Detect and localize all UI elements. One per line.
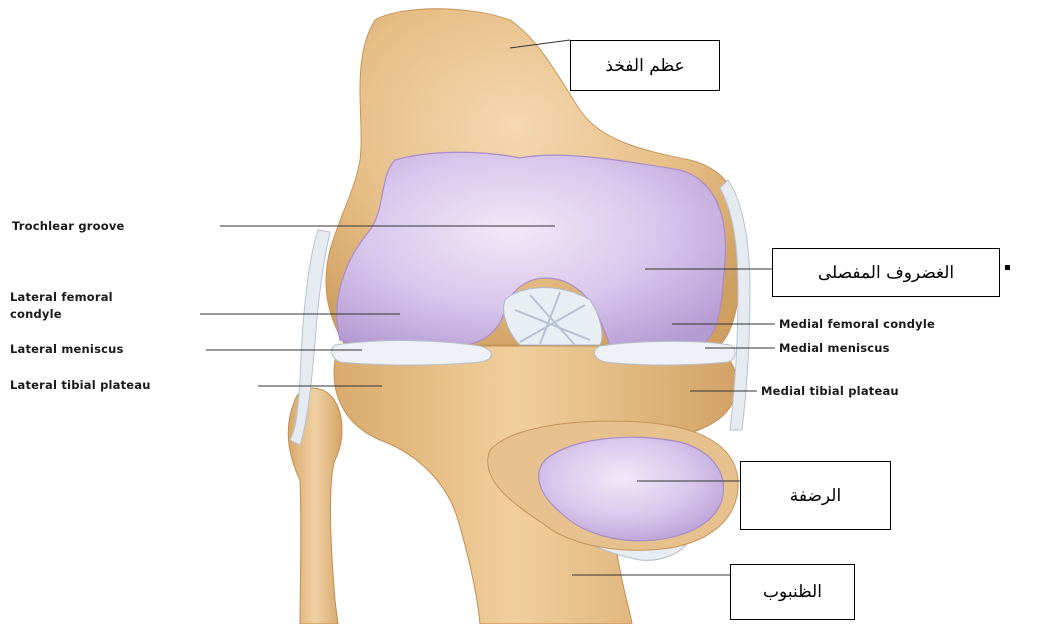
- label-medial-tibial-plateau: Medial tibial plateau: [761, 384, 899, 398]
- label-medial-meniscus: Medial meniscus: [779, 341, 890, 355]
- label-box-femur: عظم الفخذ: [570, 40, 720, 91]
- medial-meniscus: [595, 341, 736, 365]
- label-box-patella: الرضفة: [740, 461, 891, 530]
- label-box-tibia: الظنبوب: [730, 564, 855, 620]
- label-lateral-tibial-plateau: Lateral tibial plateau: [10, 378, 151, 392]
- label-lateral-meniscus: Lateral meniscus: [10, 342, 124, 356]
- label-box-articular-cartilage: الغضروف المفصلى: [772, 248, 1000, 297]
- label-lateral-femoral-condyle-line1: Lateral femoral: [10, 290, 113, 304]
- label-medial-femoral-condyle: Medial femoral condyle: [779, 317, 935, 331]
- lateral-meniscus: [332, 341, 492, 365]
- label-trochlear-groove: Trochlear groove: [12, 219, 125, 233]
- label-lateral-femoral-condyle-line2: condyle: [10, 307, 62, 321]
- small-marker: [1005, 265, 1010, 270]
